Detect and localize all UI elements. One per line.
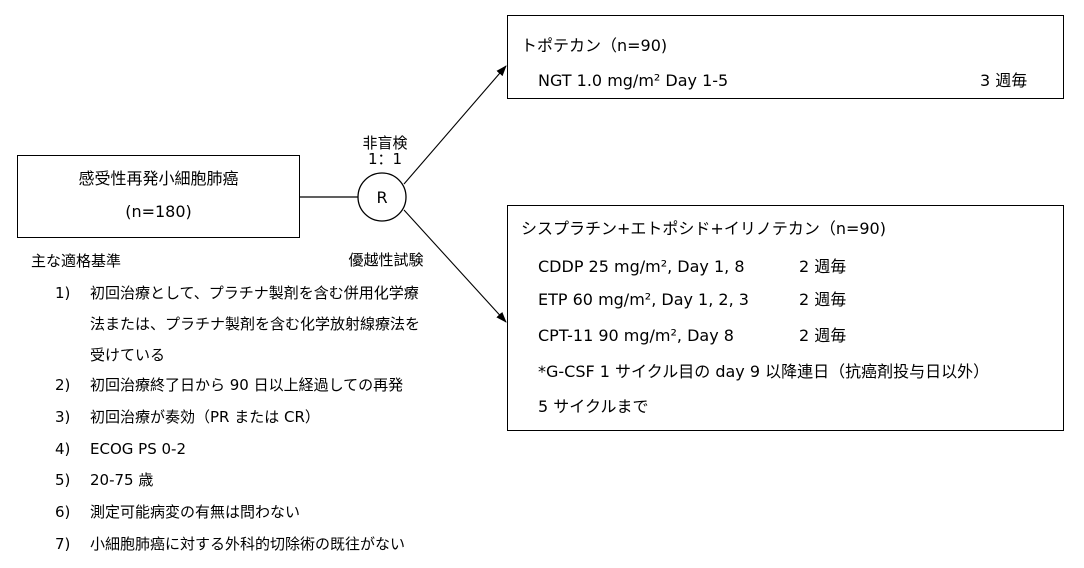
trial-design-label: 優越性試験 (348, 251, 424, 269)
randomization-circle (357, 172, 407, 222)
eligibility-item-line: 初回治療が奏効（PR または CR） (90, 408, 320, 426)
regimen-drug: ETP 60 mg/m², Day 1, 2, 3 (538, 290, 749, 309)
arm-title: トポテカン（n=90) (521, 36, 668, 55)
arm-title: シスプラチン+エトポシド+イリノテカン（n=90) (521, 219, 886, 238)
eligibility-item-number: 3) (55, 408, 71, 426)
regimen-note: *G-CSF 1 サイクル目の day 9 以降連日（抗癌剤投与日以外） (538, 362, 990, 381)
blinding-label: 非盲検 (362, 134, 408, 152)
regimen-drug: NGT 1.0 mg/m² Day 1-5 (538, 71, 729, 90)
regimen-schedule: 2 週毎 (799, 257, 847, 276)
regimen-drug: CDDP 25 mg/m², Day 1, 8 (538, 257, 745, 276)
allocation-ratio: 1：1 (367, 150, 403, 168)
eligibility-item-number: 7) (55, 535, 71, 553)
regimen-schedule: 3 週毎 (980, 71, 1028, 90)
eligibility-item-line: 初回治療終了日から 90 日以上経過しての再発 (90, 376, 404, 394)
eligibility-item-line: 測定可能病変の有無は問わない (90, 503, 301, 521)
eligibility-item-line: 初回治療として、プラチナ製剤を含む併用化学療 (90, 284, 419, 302)
randomization-symbol: R (376, 188, 387, 207)
eligibility-item-number: 2) (55, 376, 71, 394)
regimen-note: 5 サイクルまで (538, 397, 649, 416)
population-box: 感受性再発小細胞肺癌 (n=180) (17, 155, 300, 238)
eligibility-item-number: 1) (55, 284, 71, 302)
eligibility-item-line: 受けている (90, 346, 166, 364)
combination-arm-box: シスプラチン+エトポシド+イリノテカン（n=90) CDDP 25 mg/m²,… (507, 205, 1064, 431)
eligibility-item-number: 6) (55, 503, 71, 521)
regimen-schedule: 2 週毎 (799, 290, 847, 309)
population-label: 感受性再発小細胞肺癌 (78, 169, 239, 188)
eligibility-heading: 主な適格基準 (31, 252, 122, 270)
regimen-schedule: 2 週毎 (799, 326, 847, 345)
eligibility-item-line: 法または、プラチナ製剤を含む化学放射線療法を (90, 315, 421, 333)
eligibility-item-number: 4) (55, 440, 71, 458)
eligibility-item-line: 小細胞肺癌に対する外科的切除術の既往がない (90, 535, 406, 553)
eligibility-item-line: 20-75 歳 (90, 471, 154, 489)
population-count: (n=180) (125, 202, 192, 221)
eligibility-item-line: ECOG PS 0-2 (90, 440, 186, 458)
topotecan-arm-box: トポテカン（n=90) NGT 1.0 mg/m² Day 1-5 3 週毎 (507, 15, 1064, 99)
eligibility-item-number: 5) (55, 471, 71, 489)
regimen-drug: CPT-11 90 mg/m², Day 8 (538, 326, 734, 345)
